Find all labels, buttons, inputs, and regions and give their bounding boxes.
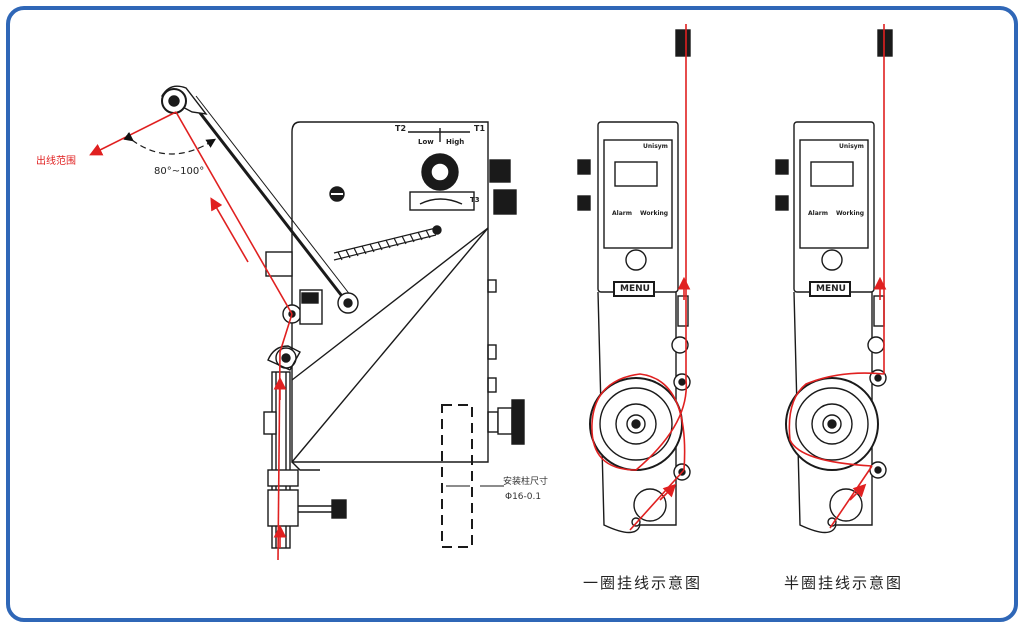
angle-arc: [123, 131, 217, 155]
panel-a-working-label: Working: [640, 210, 669, 217]
mount-post-dimension: Φ16-0.1: [505, 492, 542, 502]
scale-t3-label: T3: [470, 196, 480, 204]
thread-path-half-loop: [788, 24, 887, 529]
scale-t2-label: T2: [395, 124, 407, 133]
panel-b-brand: Unisym: [839, 143, 864, 150]
mount-post-outline: [441, 404, 473, 548]
front-view-half-loop: [775, 29, 893, 534]
panel-b-working-label: Working: [836, 210, 865, 217]
scale-high-label: High: [446, 138, 465, 146]
caption-half-loop: 半圈挂线示意图: [784, 574, 904, 592]
outlet-range-label: 出线范围: [36, 156, 76, 167]
side-view-device: [161, 85, 525, 549]
panel-a-alarm-label: Alarm: [612, 210, 632, 217]
angle-range-label: 80°~100°: [154, 166, 205, 177]
scale-t1-label: T1: [474, 124, 486, 133]
panel-a-brand: Unisym: [643, 143, 668, 150]
caption-full-loop: 一圈挂线示意图: [583, 574, 703, 592]
front-view-full-loop: [577, 29, 691, 534]
panel-b-menu-label: MENU: [816, 284, 846, 294]
scale-low-label: Low: [418, 138, 434, 146]
panel-a-menu-label: MENU: [620, 284, 650, 294]
thread-path-left: [89, 111, 293, 561]
mount-post-title: 安装柱尺寸: [503, 477, 549, 487]
thread-path-full-loop: [591, 24, 691, 531]
panel-b-alarm-label: Alarm: [808, 210, 828, 217]
